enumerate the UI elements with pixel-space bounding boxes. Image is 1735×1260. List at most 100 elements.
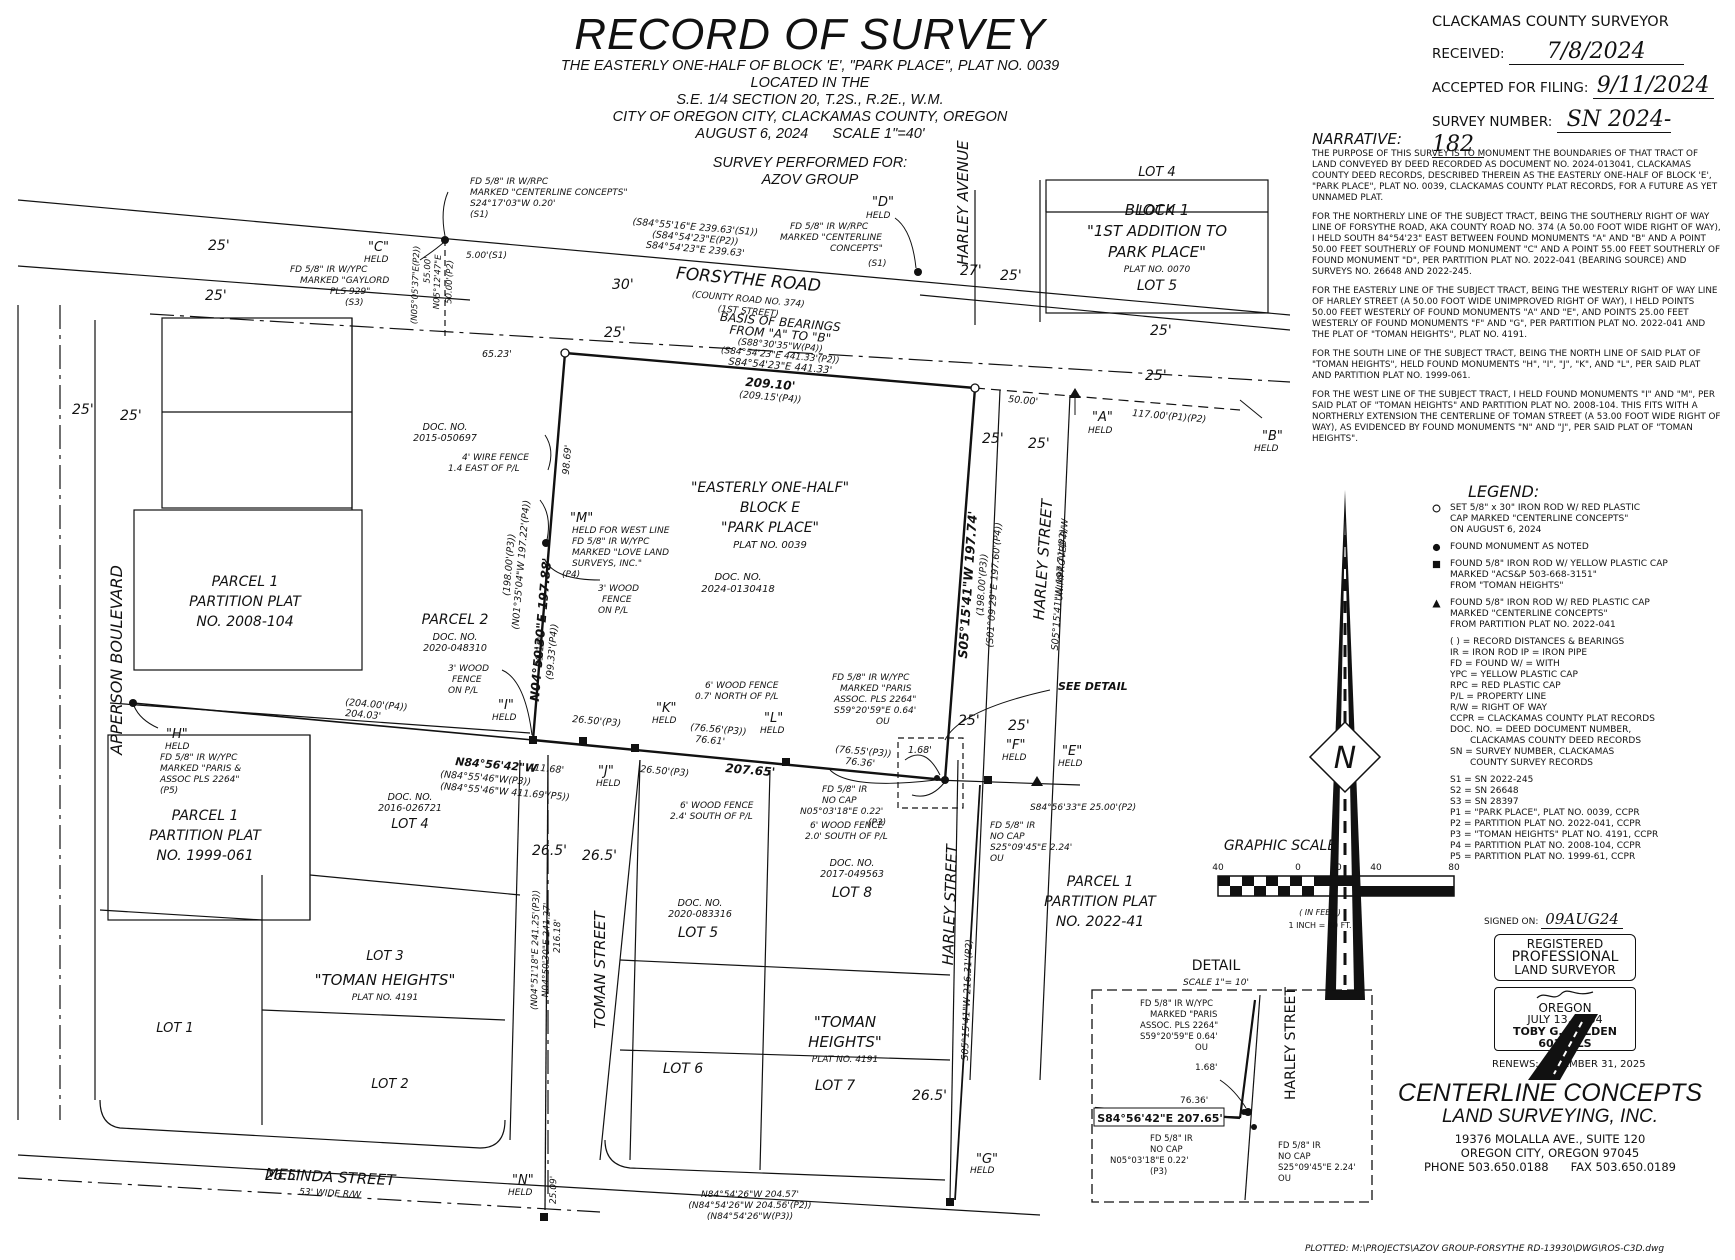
svg-text:2020-048310: 2020-048310 — [423, 643, 487, 654]
legend-item-found-monument: FOUND MONUMENT AS NOTED — [1432, 542, 1720, 553]
registration-box: REGISTERED PROFESSIONAL LAND SURVEYOR — [1494, 934, 1636, 981]
svg-text:25': 25' — [1028, 436, 1050, 452]
survey-annotations: BASIS OF BEARINGS FROM "A" TO "B" (S88°3… — [72, 177, 1278, 1222]
svg-text:26.5': 26.5' — [265, 1168, 300, 1184]
survey-date-scale: AUGUST 6, 2024 SCALE 1"=40' — [440, 126, 1180, 143]
graphic-scale-title: GRAPHIC SCALE — [1224, 838, 1337, 854]
svg-text:"E": "E" — [1062, 744, 1082, 759]
svg-text:"K": "K" — [656, 701, 676, 716]
company-logo-icon — [1528, 1014, 1598, 1080]
south-line-extension — [934, 779, 1081, 786]
svg-text:216.18': 216.18' — [553, 919, 564, 953]
leader-lines — [133, 191, 1051, 797]
svg-text:S25°09'45"E 2.24': S25°09'45"E 2.24' — [1278, 1163, 1356, 1173]
svg-text:(S1): (S1) — [470, 210, 488, 220]
forsythe-centerline — [149, 313, 1291, 383]
svg-text:LOT 4: LOT 4 — [1138, 165, 1175, 180]
svg-text:PARCEL 1: PARCEL 1 — [172, 808, 239, 824]
subject-south-line — [532, 738, 946, 782]
street-names: FORSYTHE ROAD (COUNTY ROAD NO. 374) (1ST… — [107, 140, 1071, 1201]
filled-triangle-icon — [1432, 599, 1441, 608]
forsythe-south-west — [17, 265, 471, 301]
svg-text:PLS 929": PLS 929" — [330, 287, 370, 297]
svg-text:HELD: HELD — [165, 742, 189, 752]
svg-text:FD 5/8" IR W/RPC: FD 5/8" IR W/RPC — [470, 177, 549, 187]
svg-text:NO CAP: NO CAP — [822, 796, 857, 806]
narrative-paragraph-3: FOR THE EASTERLY LINE OF THE SUBJECT TRA… — [1312, 286, 1718, 340]
svg-text:25.09': 25.09' — [549, 1176, 559, 1204]
legend-abbreviations: ( ) = RECORD DISTANCES & BEARINGS IR = I… — [1450, 637, 1655, 768]
svg-text:99.19': 99.19' — [534, 636, 548, 667]
svg-text:MARKED "PARIS &: MARKED "PARIS & — [160, 764, 241, 774]
svg-text:NO CAP: NO CAP — [990, 832, 1025, 842]
svg-text:S05°15'41"W 216.31'(P2): S05°15'41"W 216.31'(P2) — [960, 939, 975, 1061]
svg-text:(198.00'(P3)): (198.00'(P3)) — [975, 553, 990, 616]
svg-text:S84°56'42"E 207.65': S84°56'42"E 207.65' — [1097, 1112, 1223, 1125]
svg-text:N04°50'30"E 241.27': N04°50'30"E 241.27' — [541, 903, 553, 998]
svg-text:HELD: HELD — [760, 726, 784, 736]
svg-text:OU: OU — [1195, 1043, 1208, 1053]
svg-text:DETAIL: DETAIL — [1192, 958, 1241, 974]
svg-text:26.5': 26.5' — [912, 1088, 947, 1104]
svg-text:30': 30' — [612, 277, 634, 293]
svg-text:PARK PLACE": PARK PLACE" — [1108, 243, 1206, 261]
svg-text:0.7' NORTH OF P/L: 0.7' NORTH OF P/L — [695, 692, 778, 702]
svg-text:NO CAP: NO CAP — [1150, 1145, 1183, 1155]
monument-a — [1069, 388, 1081, 398]
svg-text:OU: OU — [876, 717, 890, 727]
set-rod-nw — [560, 348, 570, 358]
svg-text:N05°12'47"E: N05°12'47"E — [432, 254, 444, 310]
svg-text:(S1): (S1) — [868, 259, 886, 269]
melinda-centerline — [17, 1177, 601, 1213]
svg-text:LOT 2: LOT 2 — [371, 1077, 408, 1092]
monument-letters: "A" "B" "C" "D" "E" "F" "G" "H" "I" "J" … — [166, 195, 1283, 1188]
graphic-scale: GRAPHIC SCALE 40 0 20 40 80 ( IN FEET ) … — [1212, 838, 1460, 930]
svg-text:53' WIDE R/W: 53' WIDE R/W — [299, 1187, 363, 1200]
svg-text:27': 27' — [960, 263, 982, 279]
svg-text:50.00'(P2): 50.00'(P2) — [444, 260, 456, 304]
accepted-row: ACCEPTED FOR FILING: 9/11/2024 — [1432, 73, 1722, 99]
svg-text:"J": "J" — [598, 764, 614, 779]
svg-text:HELD FOR WEST LINE: HELD FOR WEST LINE — [572, 526, 670, 536]
svg-text:"1ST ADDITION TO: "1ST ADDITION TO — [1087, 222, 1227, 240]
svg-text:55.00': 55.00' — [423, 256, 434, 283]
svg-text:"H": "H" — [166, 727, 188, 742]
svg-text:CONCEPTS": CONCEPTS" — [830, 244, 883, 254]
svg-text:N05°03'18"E 0.22': N05°03'18"E 0.22' — [800, 807, 883, 817]
svg-text:SCALE 1"= 10': SCALE 1"= 10' — [1183, 978, 1249, 988]
svg-text:80: 80 — [1448, 863, 1460, 873]
monument-n — [540, 1213, 548, 1221]
svg-text:25': 25' — [604, 325, 626, 341]
svg-text:25': 25' — [1150, 323, 1172, 339]
monument-nocap — [934, 775, 940, 781]
svg-text:25': 25' — [1008, 718, 1030, 734]
legend-item-yellow-cap: FOUND 5/8" IRON ROD W/ YELLOW PLASTIC CA… — [1432, 559, 1720, 592]
svg-text:"B": "B" — [1262, 429, 1283, 444]
north-letter: N — [1334, 741, 1356, 776]
narrative-paragraph-2: FOR THE NORTHERLY LINE OF THE SUBJECT TR… — [1312, 212, 1721, 277]
svg-text:MARKED "LOVE LAND: MARKED "LOVE LAND — [572, 548, 669, 558]
svg-text:HELD: HELD — [492, 713, 516, 723]
svg-text:DOC. NO.: DOC. NO. — [433, 632, 478, 643]
svg-text:26.5': 26.5' — [582, 848, 617, 864]
svg-text:FD 5/8" IR W/YPC: FD 5/8" IR W/YPC — [290, 265, 368, 275]
harley-st-east — [969, 389, 1001, 1081]
street-lines — [17, 179, 1291, 1216]
legend-references: S1 = SN 2022-245 S2 = SN 26648 S3 = SN 2… — [1450, 775, 1659, 862]
svg-text:HELD: HELD — [1058, 759, 1082, 769]
svg-text:LOT 6: LOT 6 — [663, 1061, 703, 1077]
svg-text:204.03': 204.03' — [345, 708, 382, 722]
svg-text:FD 5/8" IR W/YPC: FD 5/8" IR W/YPC — [832, 673, 910, 683]
svg-text:HARLEY STREET: HARLEY STREET — [1283, 987, 1299, 1100]
svg-text:2.4' SOUTH OF P/L: 2.4' SOUTH OF P/L — [670, 812, 753, 822]
svg-text:PLAT NO. 4191: PLAT NO. 4191 — [812, 1055, 878, 1065]
subject-north-line — [564, 351, 976, 390]
subject-tract — [531, 351, 977, 782]
svg-text:3' WOOD: 3' WOOD — [598, 584, 639, 594]
svg-text:HELD: HELD — [652, 716, 676, 726]
svg-text:S84°56'33"E 25.00'(P2): S84°56'33"E 25.00'(P2) — [1030, 803, 1136, 813]
svg-text:2015-050697: 2015-050697 — [413, 433, 477, 444]
svg-text:(209.15'(P4)): (209.15'(P4)) — [739, 389, 802, 405]
svg-text:NO. 2008-104: NO. 2008-104 — [196, 614, 293, 630]
legend-item-set-rod: SET 5/8" x 30" IRON ROD W/ RED PLASTIC C… — [1432, 503, 1720, 536]
